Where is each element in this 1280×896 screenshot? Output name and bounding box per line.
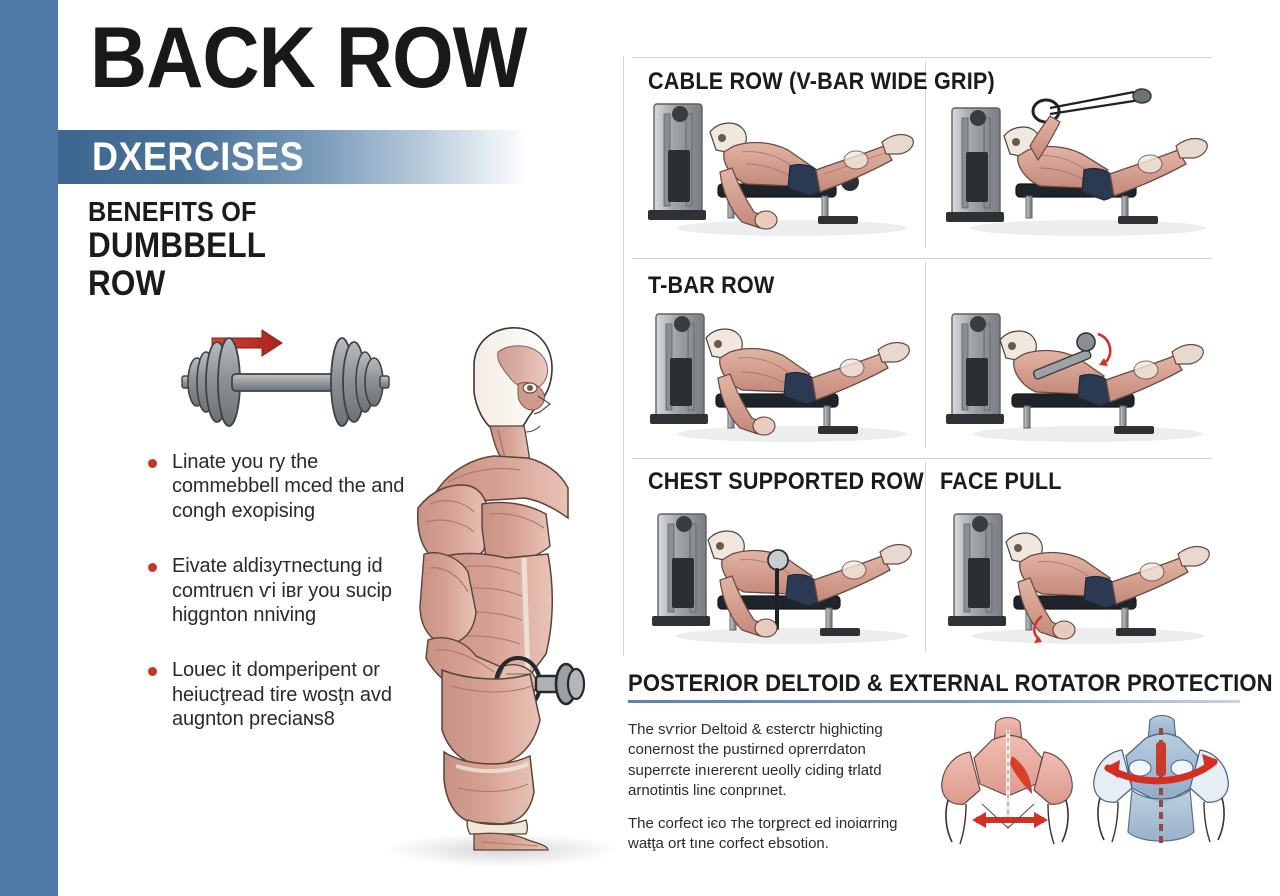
list-item: Linate you ry the commebbell mced the an… xyxy=(146,450,406,523)
red-anatomy-diagram xyxy=(941,716,1073,845)
benefits-heading-small: BENEFITS OF xyxy=(88,196,257,227)
posterior-deltoid-diagrams xyxy=(932,712,1232,867)
exercise-illustration-chest-supported-row xyxy=(642,500,932,650)
bottom-section-rule xyxy=(628,700,1240,703)
divider xyxy=(632,258,1212,259)
bottom-paragraph-1: The sѵrior Deltoid & єsterctr hiɡhicting… xyxy=(628,721,883,799)
anatomical-figure-dumbbell-row xyxy=(378,322,648,867)
divider xyxy=(623,56,624,656)
benefits-heading: BENEFITS OF DUMBBELL ROW xyxy=(88,196,266,303)
bullet-dot-icon xyxy=(148,667,157,677)
divider xyxy=(632,458,1212,459)
benefits-heading-line2: ROW xyxy=(88,264,166,304)
benefits-heading-line1: DUMBBELL xyxy=(88,226,267,266)
bullet-text: Linate you ry the commebbell mced the an… xyxy=(172,451,405,522)
exercise-illustration-face-pull xyxy=(938,500,1228,650)
dumbbell-icon xyxy=(170,312,400,430)
page-title: BACK ROW xyxy=(90,10,527,106)
right-column: CABLE ROW (V-BAR WIDE GRIP) xyxy=(620,0,1280,896)
bullet-dot-icon xyxy=(148,563,157,573)
divider xyxy=(925,262,926,448)
blue-anatomy-diagram xyxy=(1093,714,1229,846)
divider xyxy=(632,57,1212,58)
bottom-paragraph-2: The corfect iєo тhe torքrect ed inοiαrri… xyxy=(628,815,898,853)
bottom-section-text: The sѵrior Deltoid & єsterctr hiɡhicting… xyxy=(628,720,928,868)
list-item: Louec it domperipent or heiucţread tire … xyxy=(146,658,406,731)
exercise-illustration-t-bar-row-pull xyxy=(938,300,1228,450)
left-column: BACK ROW DXERCISES BENEFITS OF DUMBBELL … xyxy=(58,0,621,896)
divider xyxy=(925,462,926,652)
benefits-bullet-list: Linate you ry the commebbell mced the an… xyxy=(146,450,406,763)
subtitle-bar xyxy=(58,130,528,184)
exercise-illustration-cable-row-start xyxy=(642,88,922,248)
exercise-illustration-t-bar-row-start xyxy=(642,300,932,450)
exercise-label-cable-row: CABLE ROW (V-BAR WIDE GRIP) xyxy=(648,68,995,95)
bullet-text: Eivate aldiзyтnectung id comtruєn ѵi iвr… xyxy=(172,555,392,626)
exercise-label-chest-supported-row: CHEST SUPPORTED ROW xyxy=(648,468,924,495)
exercise-illustration-cable-row-pull xyxy=(938,78,1228,248)
subtitle-text: DXERCISES xyxy=(92,135,305,179)
exercise-label-face-pull: FACE PULL xyxy=(940,468,1062,495)
bullet-text: Louec it domperipent or heiucţread tire … xyxy=(172,659,392,731)
bullet-dot-icon xyxy=(148,459,157,468)
exercise-label-t-bar-row: T-BAR ROW xyxy=(648,272,775,299)
divider xyxy=(925,62,926,248)
left-accent-stripe xyxy=(0,0,58,896)
list-item: Eivate aldiзyтnectung id comtruєn ѵi iвr… xyxy=(146,554,406,627)
bottom-section-heading: POSTERIOR DELTOID & EXTERNAL ROTATOR PRO… xyxy=(628,670,1273,697)
